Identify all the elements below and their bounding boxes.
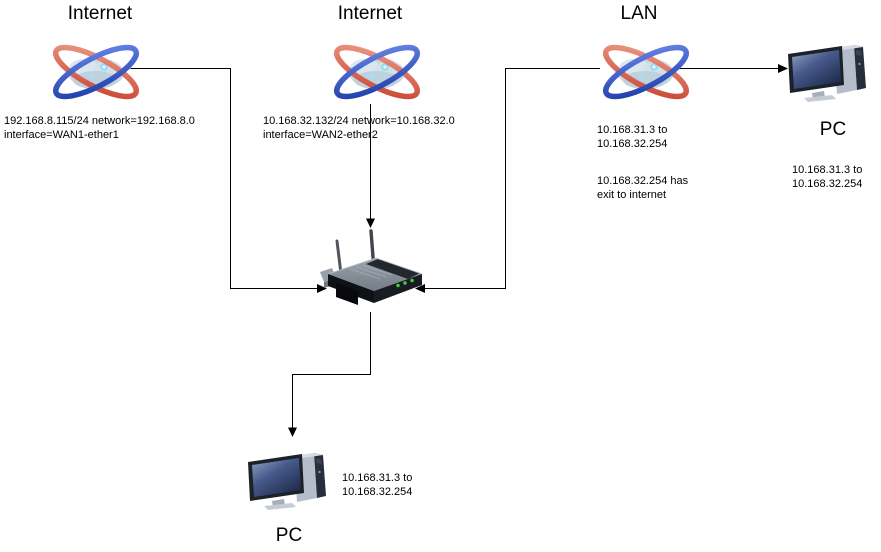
lan-globe-icon bbox=[600, 40, 692, 104]
internet1-globe-icon bbox=[50, 40, 142, 104]
arrowhead-into-router-top bbox=[366, 218, 375, 228]
pc-top-title: PC bbox=[819, 119, 847, 140]
lan-exit-note: 10.168.32.254 has exit to internet bbox=[597, 174, 688, 202]
note-line: exit to internet bbox=[597, 189, 667, 201]
pc-bottom-icon bbox=[246, 448, 332, 510]
connector-internet1-router bbox=[130, 68, 317, 289]
note-line: 10.168.32.254 bbox=[597, 138, 668, 150]
note-line: 10.168.32.132/24 network=10.168.32.0 bbox=[263, 115, 455, 127]
arrowhead-into-pcbottom bbox=[288, 427, 297, 437]
internet2-title: Internet bbox=[337, 3, 403, 24]
note-line: 10.168.31.3 to bbox=[342, 472, 413, 484]
connector-router-pcbottom bbox=[292, 312, 371, 428]
note-line: interface=WAN2-ether2 bbox=[263, 129, 378, 141]
internet1-title: Internet bbox=[67, 3, 133, 24]
note-line: 10.168.32.254 bbox=[792, 178, 863, 190]
note-line: 10.168.31.3 to bbox=[597, 124, 668, 136]
pc-top-icon bbox=[786, 40, 872, 102]
pc-top-note: 10.168.31.3 to 10.168.32.254 bbox=[792, 163, 862, 191]
note-line: 10.168.32.254 has bbox=[597, 175, 689, 187]
internet1-note: 192.168.8.115/24 network=192.168.8.0 int… bbox=[4, 114, 195, 142]
pc-bottom-title: PC bbox=[275, 525, 303, 546]
note-line: 192.168.8.115/24 network=192.168.8.0 bbox=[4, 115, 195, 127]
note-line: 10.168.31.3 to bbox=[792, 164, 863, 176]
internet2-globe-icon bbox=[331, 40, 423, 104]
note-line: 10.168.32.254 bbox=[342, 486, 413, 498]
internet2-note: 10.168.32.132/24 network=10.168.32.0 int… bbox=[263, 114, 455, 142]
wireless-router-icon bbox=[320, 229, 423, 305]
lan-title: LAN bbox=[620, 3, 658, 24]
connector-lan-router bbox=[425, 68, 600, 289]
note-line: interface=WAN1-ether1 bbox=[4, 129, 119, 141]
lan-range-note: 10.168.31.3 to 10.168.32.254 bbox=[597, 123, 667, 151]
pc-bottom-note: 10.168.31.3 to 10.168.32.254 bbox=[342, 471, 412, 499]
